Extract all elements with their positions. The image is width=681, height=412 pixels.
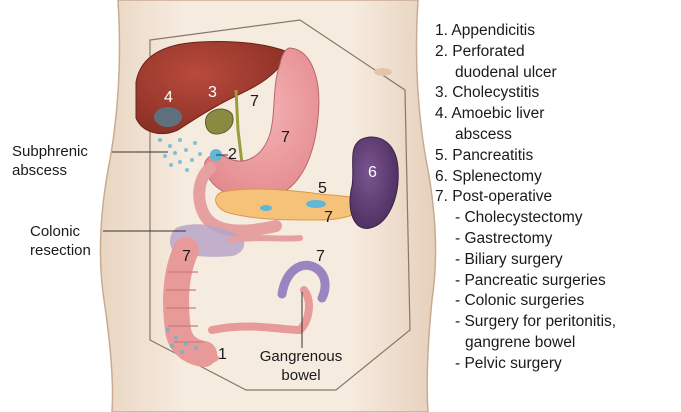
label-gangrenous-bowel: Gangrenous bowel — [249, 347, 353, 385]
liver-abscess — [154, 107, 182, 127]
region-number-stomach: 7 — [281, 129, 290, 147]
region-number-appendix: 1 — [218, 346, 227, 364]
navel-icon — [374, 68, 392, 76]
label-subphrenic-abscess: Subphrenic abscess — [12, 142, 88, 180]
legend-item-perforated-cont: duodenal ulcer — [435, 63, 616, 84]
region-number-pancreas-post: 7 — [324, 209, 333, 227]
legend-item-postoperative: 7. Post-operative — [435, 187, 616, 208]
legend-subitem: - Pancreatic surgeries — [435, 271, 616, 292]
region-number-spleen: 6 — [368, 164, 377, 182]
region-number-duodenum: 2 — [228, 146, 237, 164]
legend-item-amoebic-cont: abscess — [435, 125, 616, 146]
legend-subitem: - Surgery for peritonitis, — [435, 312, 616, 333]
legend-subitem: - Cholecystectomy — [435, 208, 616, 229]
region-number-gallbladder: 3 — [208, 84, 217, 102]
legend-subitem: - Gastrectomy — [435, 229, 616, 250]
legend-subitem: gangrene bowel — [435, 333, 616, 354]
pancreatitis-spot — [306, 200, 326, 208]
legend-item-appendicitis: 1. Appendicitis — [435, 21, 616, 42]
transverse-colon — [230, 238, 300, 240]
legend-subitem: - Biliary surgery — [435, 250, 616, 271]
legend-item-perforated: 2. Perforated — [435, 42, 616, 63]
region-number-colon: 7 — [182, 248, 191, 266]
legend-item-amoebic: 4. Amoebic liver — [435, 104, 616, 125]
legend-subitem: - Pelvic surgery — [435, 354, 616, 375]
region-number-pancreas: 5 — [318, 180, 327, 198]
region-number-biliary: 7 — [250, 93, 259, 111]
legend-item-pancreatitis: 5. Pancreatitis — [435, 146, 616, 167]
legend: 1. Appendicitis 2. Perforated duodenal u… — [435, 21, 616, 375]
legend-item-splenectomy: 6. Splenectomy — [435, 167, 616, 188]
legend-item-cholecystitis: 3. Cholecystitis — [435, 83, 616, 104]
region-number-bowel: 7 — [316, 248, 325, 266]
pancreas-duct-spot — [260, 205, 272, 211]
region-number-liver: 4 — [164, 89, 173, 107]
label-colonic-resection: Colonic resection — [30, 222, 91, 260]
legend-subitem: - Colonic surgeries — [435, 291, 616, 312]
